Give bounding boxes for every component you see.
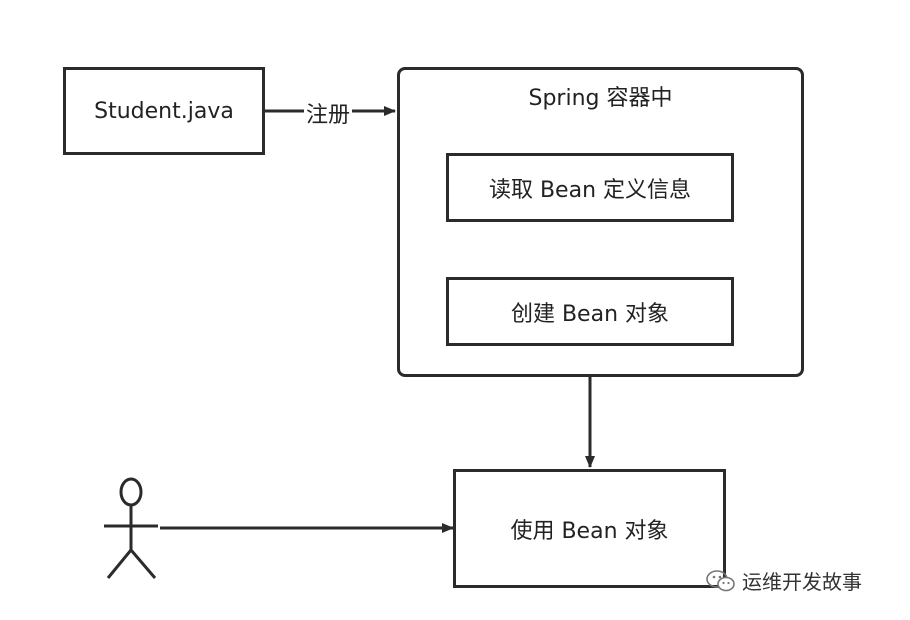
use-bean-object-label: 使用 Bean 对象 <box>510 518 669 544</box>
use-bean-object-node: 使用 Bean 对象 <box>453 469 726 588</box>
actor-icon <box>104 477 158 579</box>
student-java-node: Student.java <box>63 67 265 155</box>
watermark: 运维开发故事 <box>706 566 862 595</box>
student-java-label: Student.java <box>94 98 234 124</box>
create-bean-object-node: 创建 Bean 对象 <box>446 277 734 346</box>
spring-container-title: Spring 容器中 <box>528 86 673 111</box>
create-bean-object-label: 创建 Bean 对象 <box>510 301 670 327</box>
register-edge-label: 注册 <box>304 97 353 129</box>
watermark-text: 运维开发故事 <box>742 570 862 594</box>
read-bean-definition-label: 读取 Bean 定义信息 <box>488 177 692 203</box>
wechat-icon <box>706 569 735 591</box>
read-bean-definition-node: 读取 Bean 定义信息 <box>446 153 734 222</box>
